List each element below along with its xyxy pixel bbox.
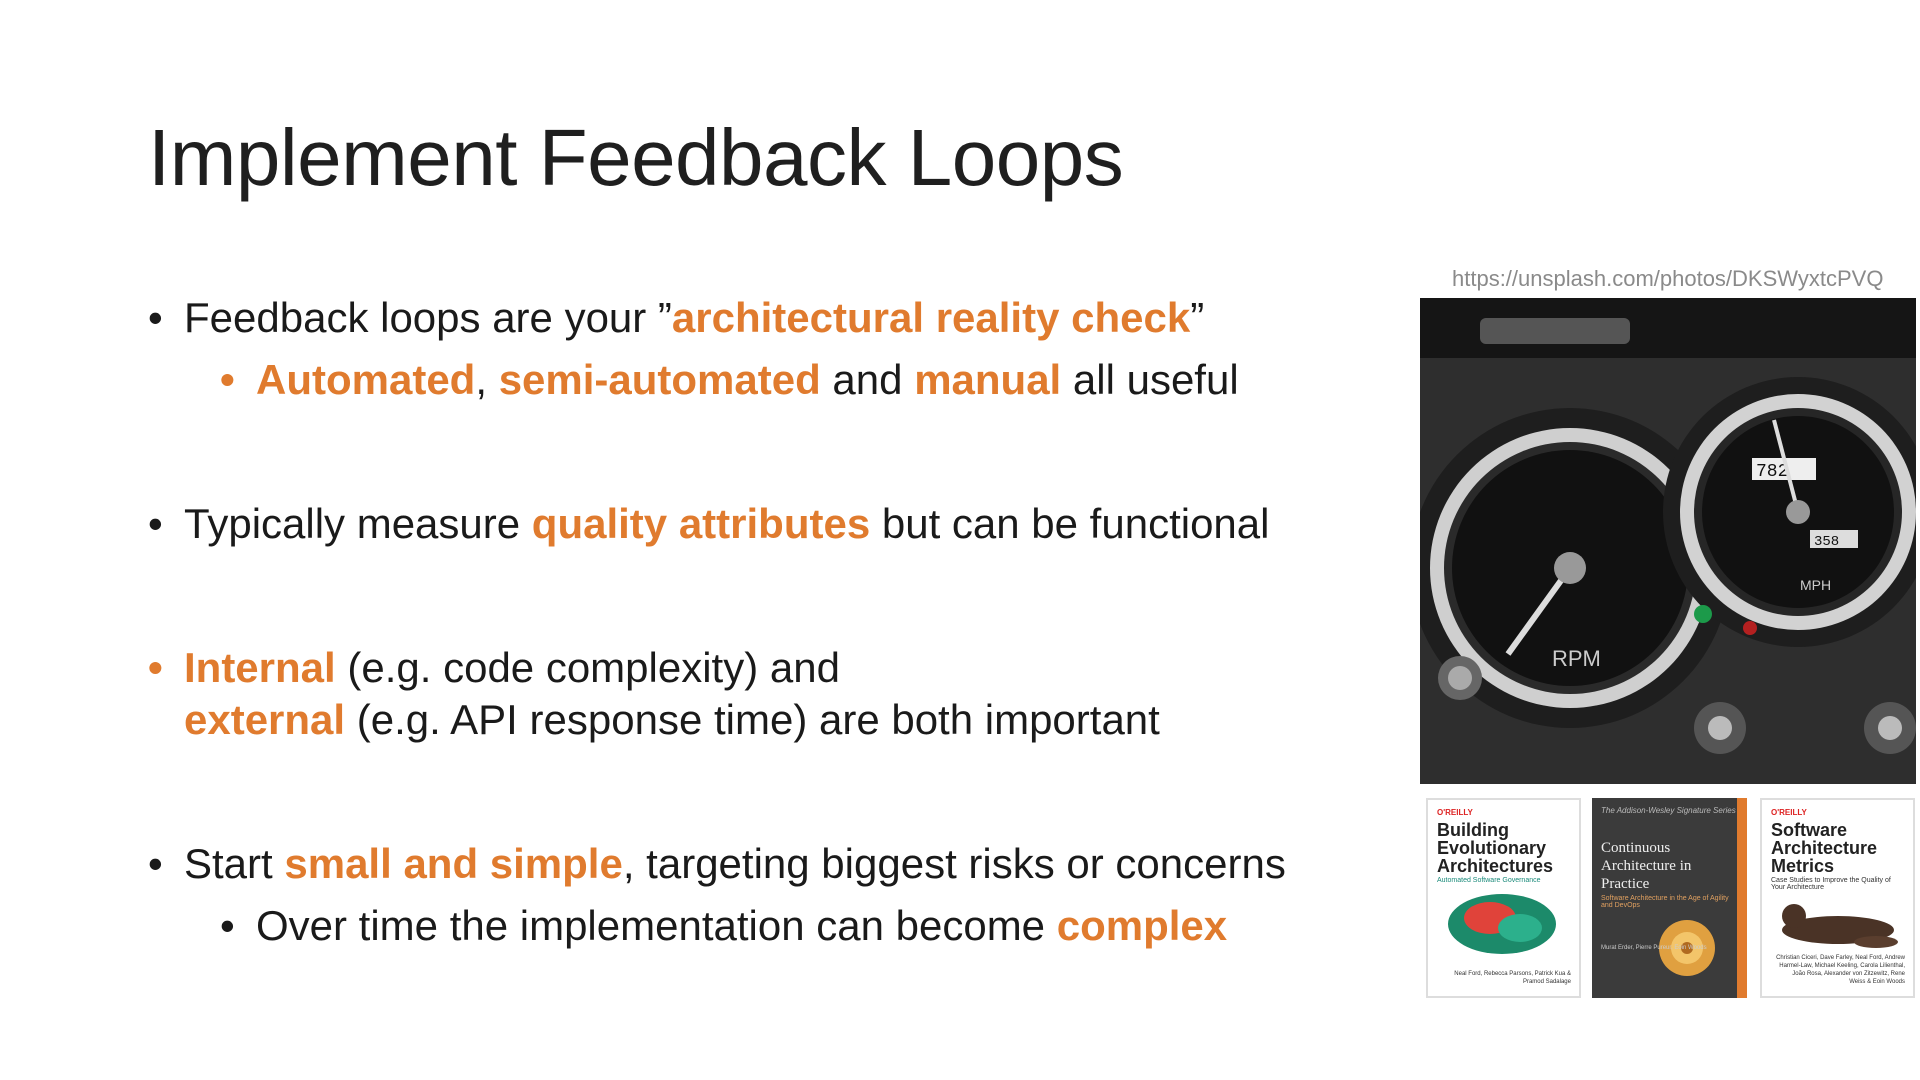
sub-1-text-c: all useful (1061, 356, 1239, 403)
book-continuous-architecture: The Addison-Wesley Signature Series Cont… (1592, 798, 1747, 998)
book-software-architecture-metrics: O'REILLY Software Architecture Metrics C… (1760, 798, 1915, 998)
bullet-2-highlight: quality attributes (531, 500, 871, 547)
bullet-1: • Feedback loops are your ”architectural… (148, 292, 1378, 344)
bullet-4-text-a: Start (184, 840, 285, 887)
slide-title: Implement Feedback Loops (148, 113, 1124, 202)
bullet-dot: • (148, 840, 163, 887)
bullet-dot: • (148, 644, 163, 691)
sub-1-text-a: , (475, 356, 499, 403)
sub-1-text-b: and (820, 356, 915, 403)
bullet-1-text-a: Feedback loops are your ” (184, 294, 672, 341)
bullet-2-text-a: Typically measure (184, 500, 532, 547)
sub-1-highlight-c: manual (914, 356, 1062, 403)
sub-4-highlight: complex (1056, 902, 1228, 949)
bullet-3-highlight-b: external (184, 696, 346, 743)
bullet-3: • Internal (e.g. code complexity) and ex… (148, 642, 1378, 746)
bullet-1-sub: • Automated, semi-automated and manual a… (148, 354, 1378, 406)
image-credit-url[interactable]: https://unsplash.com/photos/DKSWyxtcPVQ (1452, 266, 1884, 291)
book-2-title: Continuous Architecture in Practice (1601, 840, 1692, 892)
nautilus-shell-illustration (1659, 920, 1715, 976)
bullet-4-text-b: , targeting biggest risks or concerns (622, 840, 1286, 887)
book-3-publisher: O'REILLY (1771, 808, 1807, 817)
sub-bullet-dot: • (220, 902, 235, 949)
gauge2-label: MPH (1800, 577, 1831, 593)
coral-illustration (1448, 894, 1556, 954)
book-3-subtitle: Case Studies to Improve the Quality of Y… (1771, 877, 1891, 891)
bullet-3-text-a: (e.g. code complexity) and (335, 644, 840, 691)
dashboard-photo: RPM 782 358 MPH (1420, 298, 1916, 784)
book-building-evolutionary-architectures: O'REILLY Building Evolutionary Architect… (1426, 798, 1581, 998)
otter-illustration (1782, 904, 1898, 948)
bullet-3-highlight-a: Internal (184, 644, 336, 691)
book-2-subtitle: Software Architecture in the Age of Agil… (1601, 895, 1729, 909)
bullet-2: • Typically measure quality attributes b… (148, 498, 1378, 550)
sub-bullet-dot: • (220, 356, 235, 403)
book-covers: O'REILLY Building Evolutionary Architect… (1426, 798, 1916, 998)
bullet-4-highlight: small and simple (284, 840, 623, 887)
odometer-readout: 782 (1756, 462, 1788, 482)
bullet-4: • Start small and simple, targeting bigg… (148, 838, 1378, 890)
book-1-publisher: O'REILLY (1437, 808, 1473, 817)
dashboard-gauges-illustration: RPM 782 358 MPH (1420, 298, 1916, 784)
book-1-subtitle: Automated Software Governance (1437, 877, 1541, 884)
book-3-title: Software Architecture Metrics (1771, 820, 1878, 876)
book-3-authors: Christian Ciceri, Dave Farley, Neal Ford… (1776, 955, 1905, 985)
bullet-list: • Feedback loops are your ”architectural… (148, 292, 1378, 952)
gauge1-label: RPM (1552, 646, 1601, 671)
book-1-authors: Neal Ford, Rebecca Parsons, Patrick Kua … (1454, 971, 1571, 985)
bullet-4-sub: • Over time the implementation can becom… (148, 900, 1378, 952)
bullet-3-text-b: (e.g. API response time) are both import… (345, 696, 1160, 743)
bullet-dot: • (148, 500, 163, 547)
book-2-series: The Addison-Wesley Signature Series (1601, 806, 1736, 815)
sub-1-highlight-b: semi-automated (498, 356, 821, 403)
bullet-dot: • (148, 294, 163, 341)
book-2-authors: Murat Erder, Pierre Pureur, Eoin Woods (1601, 945, 1707, 951)
bullet-2-text-b: but can be functional (870, 500, 1270, 547)
sub-1-highlight-a: Automated (256, 356, 476, 403)
bullet-1-text-b: ” (1190, 294, 1205, 341)
trip-readout: 358 (1814, 534, 1839, 550)
sub-4-text: Over time the implementation can become (256, 902, 1057, 949)
bullet-1-highlight: architectural reality check (671, 294, 1191, 341)
book-1-title: Building Evolutionary Architectures (1437, 820, 1554, 876)
